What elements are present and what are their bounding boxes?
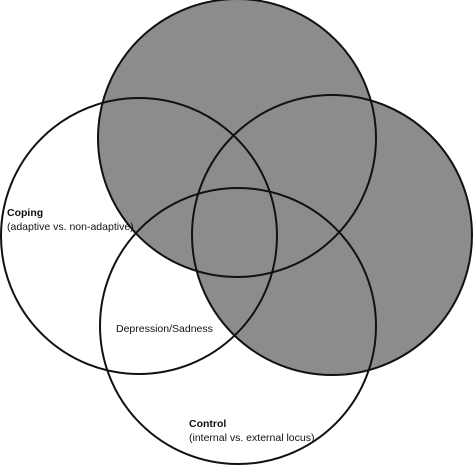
depression-sadness-label: Depression/Sadness [116,323,213,335]
right-circle [191,94,473,376]
right-circle-fill [192,95,472,375]
coping-subtitle: (adaptive vs. non-adaptive) [7,221,134,233]
control-subtitle: (internal vs. external locus) [189,432,315,444]
coping-title: Coping [7,207,44,219]
control-title: Control [189,418,227,430]
bottom-circle [99,187,377,465]
control-label: Control (internal vs. external locus) [189,417,314,445]
top-circle [97,0,377,278]
coping-label: Coping (adaptive vs. non-adaptive) [7,206,134,234]
left-circle [0,97,278,375]
